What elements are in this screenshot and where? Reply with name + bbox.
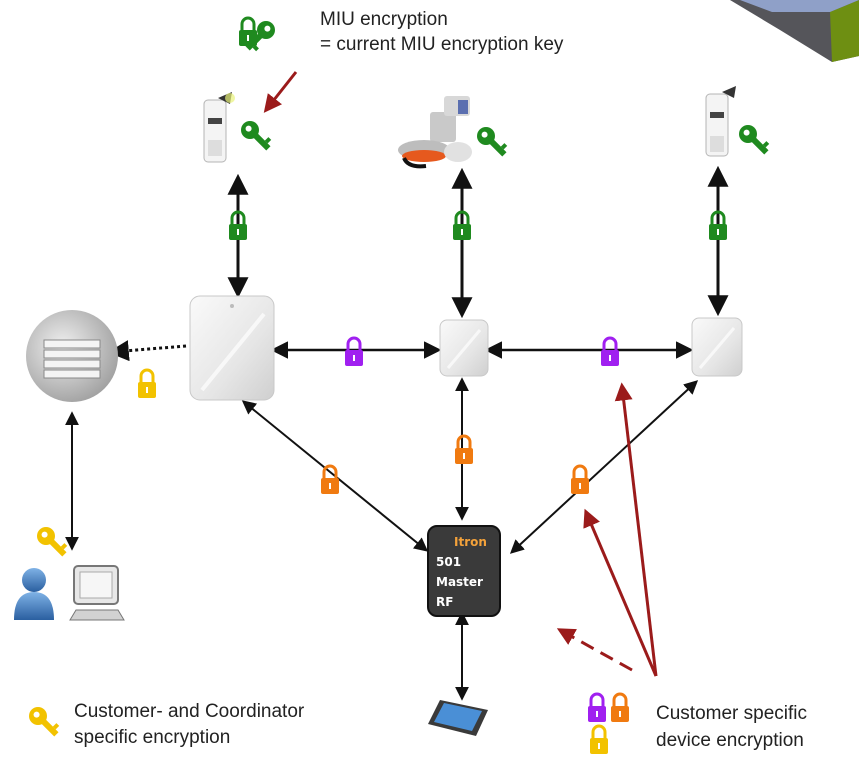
repeater-right bbox=[691, 317, 743, 377]
key-icon bbox=[477, 127, 508, 157]
lock-icon bbox=[571, 464, 589, 494]
corner-decoration bbox=[730, 0, 859, 62]
lock-icon bbox=[229, 210, 247, 240]
link-repeater-right-master bbox=[509, 380, 699, 554]
annotation-arrows bbox=[263, 71, 658, 677]
coordinator-legend-line2: specific encryption bbox=[74, 727, 231, 748]
computer-icon bbox=[69, 565, 125, 621]
lock-icon bbox=[321, 464, 339, 494]
device-legend-line1: Customer specific bbox=[656, 703, 807, 724]
master-device-line3: RF bbox=[436, 595, 453, 609]
arrow-to-purple-lock bbox=[614, 382, 658, 677]
repeater-center bbox=[439, 319, 489, 377]
key-icon bbox=[37, 527, 68, 557]
miu-legend-line2: = current MIU encryption key bbox=[320, 34, 564, 55]
miu-legend-line1: MIU encryption bbox=[320, 9, 448, 30]
links bbox=[65, 165, 729, 701]
user-icon bbox=[14, 568, 54, 620]
master-device-line1: 501 bbox=[436, 555, 461, 569]
device-legend-line2: device encryption bbox=[656, 730, 804, 751]
lock-icon bbox=[345, 336, 363, 366]
lock-icon bbox=[590, 724, 608, 754]
key-icon bbox=[241, 121, 272, 151]
arrow-dashed bbox=[556, 628, 633, 672]
meter-icon bbox=[203, 92, 235, 163]
server-icon bbox=[26, 310, 118, 402]
lock-icon bbox=[453, 210, 471, 240]
lock-icon bbox=[709, 210, 727, 240]
meter-icon bbox=[705, 86, 736, 157]
master-device: Itron 501 Master RF bbox=[427, 525, 501, 617]
master-device-line2: Master bbox=[436, 575, 483, 589]
arrow-to-orange-lock bbox=[583, 508, 658, 677]
key-icon bbox=[739, 125, 770, 155]
lock-icon bbox=[239, 16, 257, 46]
meter-assembly-icon bbox=[398, 96, 472, 169]
arrow-miu-key bbox=[263, 71, 298, 113]
link-server-dotted bbox=[107, 340, 187, 362]
lock-icon bbox=[588, 692, 606, 722]
master-device-brand: Itron bbox=[454, 535, 487, 549]
lock-icon bbox=[455, 434, 473, 464]
coordinator-legend-line1: Customer- and Coordinator bbox=[74, 701, 305, 722]
lock-icon bbox=[138, 368, 156, 398]
repeater-large bbox=[189, 295, 275, 401]
key-icon bbox=[29, 707, 60, 737]
lock-icon bbox=[611, 692, 629, 722]
lock-icon bbox=[601, 336, 619, 366]
tablet-icon bbox=[428, 700, 488, 736]
